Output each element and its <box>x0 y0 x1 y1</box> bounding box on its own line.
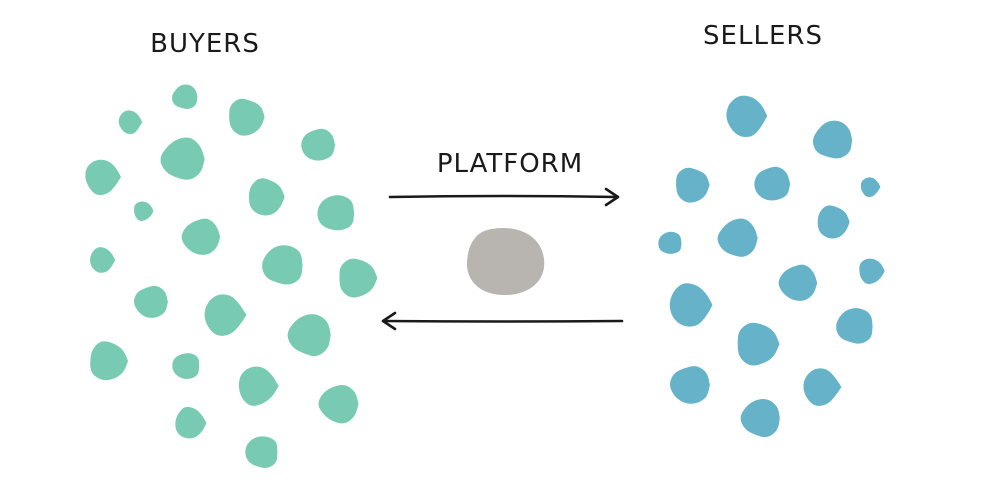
seller-dot <box>726 95 768 137</box>
arrow-left <box>381 311 624 331</box>
buyer-dot <box>134 201 154 221</box>
buyer-dot <box>172 353 200 380</box>
buyer-dot <box>133 285 168 318</box>
buyer-dot <box>287 314 331 357</box>
buyer-dot <box>181 218 221 255</box>
seller-dot <box>817 205 850 239</box>
buyer-dot <box>229 98 265 136</box>
buyer-dot <box>339 258 378 298</box>
seller-dot <box>669 366 710 404</box>
seller-dot <box>737 322 780 366</box>
seller-dot <box>860 177 881 198</box>
buyers-cluster <box>85 84 378 469</box>
buyer-dot <box>262 245 303 285</box>
seller-dot <box>754 166 791 201</box>
seller-dot <box>813 120 853 159</box>
buyer-dot <box>238 366 279 406</box>
buyer-dot <box>118 110 143 134</box>
seller-dot <box>803 368 842 406</box>
seller-dot <box>778 264 818 301</box>
seller-dot <box>717 218 758 257</box>
buyer-dot <box>160 137 205 180</box>
buyer-dot <box>90 247 116 273</box>
buyer-dot <box>317 195 355 231</box>
sellers-label: SELLERS <box>703 21 823 51</box>
buyers-label: BUYERS <box>150 29 260 59</box>
sellers-cluster <box>658 95 885 438</box>
seller-dot <box>676 167 710 203</box>
buyer-dot <box>248 178 285 216</box>
arrow-right <box>388 187 620 207</box>
buyer-dot <box>301 128 336 161</box>
buyer-dot <box>175 406 207 439</box>
seller-dot <box>859 258 885 285</box>
seller-dot <box>669 283 713 327</box>
buyer-dot <box>90 341 129 381</box>
platform-label: PLATFORM <box>437 149 583 179</box>
seller-dot <box>740 398 780 438</box>
seller-dot <box>658 231 682 254</box>
seller-dot <box>836 308 873 344</box>
buyer-dot <box>204 294 247 336</box>
buyer-dot <box>85 159 121 196</box>
buyer-dot <box>171 84 198 109</box>
buyer-dot <box>318 384 359 424</box>
platform-blob <box>466 227 545 296</box>
buyer-dot <box>245 436 278 469</box>
